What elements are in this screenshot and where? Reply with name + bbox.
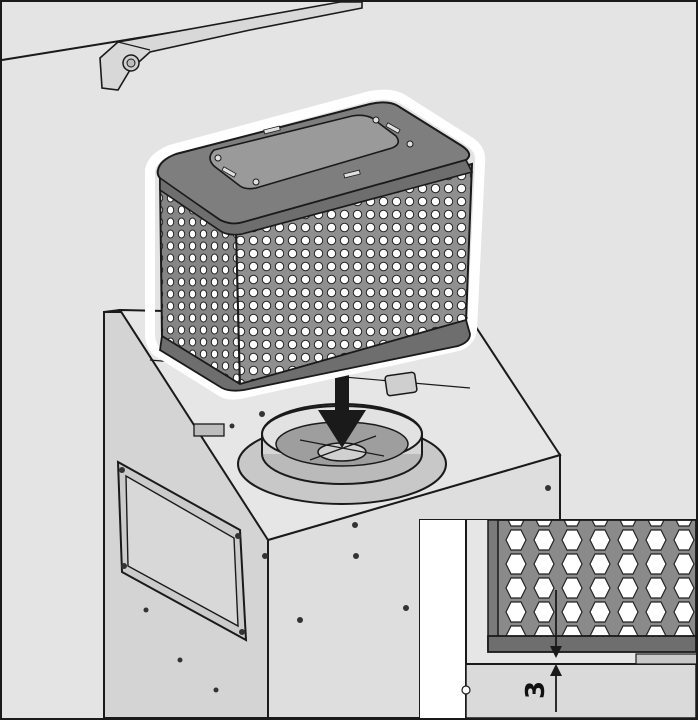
down-arrow-icon <box>318 372 366 448</box>
screw-icon <box>122 54 140 72</box>
detail-inset: 3 <box>419 519 697 719</box>
mounting-bracket <box>99 1 363 91</box>
grease-filter <box>145 89 486 400</box>
gap-dimension-label: 3 <box>521 681 551 699</box>
